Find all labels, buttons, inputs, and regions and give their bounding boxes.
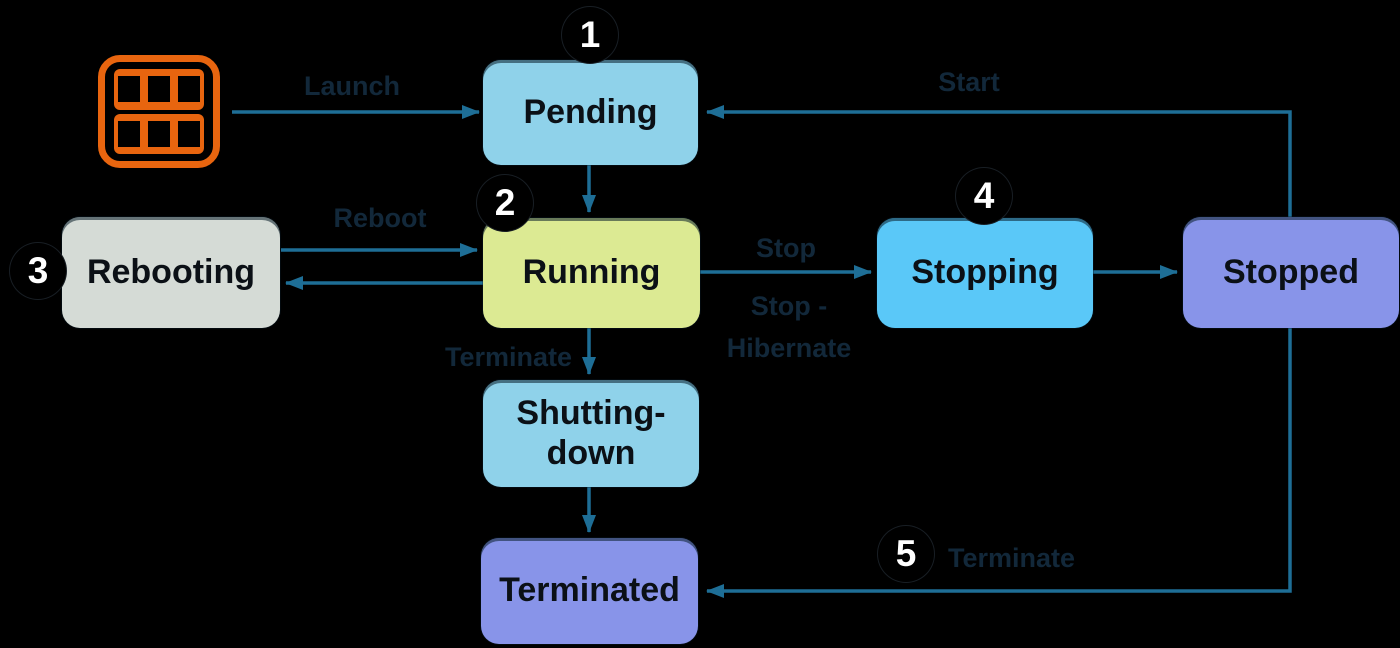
step-badge-3: 3 [9,242,67,300]
step-badge-4: 4 [955,167,1013,225]
launch-label: Launch [303,71,400,101]
ami-icon-row [114,113,204,154]
state-running: Running [483,218,700,328]
step-badge-5: 5 [877,525,935,583]
terminate-from-running-label: Terminate [444,342,572,372]
state-stopped: Stopped [1183,217,1399,328]
reboot-label: Reboot [333,203,427,233]
ami-icon-row [114,69,204,110]
stop-hibernate-label: Stop - Hibernate [726,291,852,363]
ami-icon [98,55,220,168]
state-rebooting: Rebooting [62,217,280,328]
state-stopped-label: Stopped [1223,252,1359,291]
step-badge-1: 1 [561,6,619,64]
start-label: Start [938,67,1000,97]
state-pending: Pending [483,60,698,165]
state-stopping-label: Stopping [911,253,1059,292]
state-shutting-down: Shutting- down [483,380,699,487]
state-pending-label: Pending [523,92,658,131]
state-shutting-down-label: Shutting- down [516,394,666,472]
stopped-to-terminated-arrow [706,328,1292,598]
start-arrow [706,105,1292,217]
state-stopping: Stopping [877,218,1093,328]
state-rebooting-label: Rebooting [86,252,256,291]
state-terminated: Terminated [481,538,698,644]
terminate-from-stopped-label: Terminate [948,543,1076,573]
stop-label: Stop [756,233,816,263]
state-running-label: Running [522,253,661,292]
step-badge-2: 2 [476,174,534,232]
state-terminated-label: Terminated [499,571,680,610]
